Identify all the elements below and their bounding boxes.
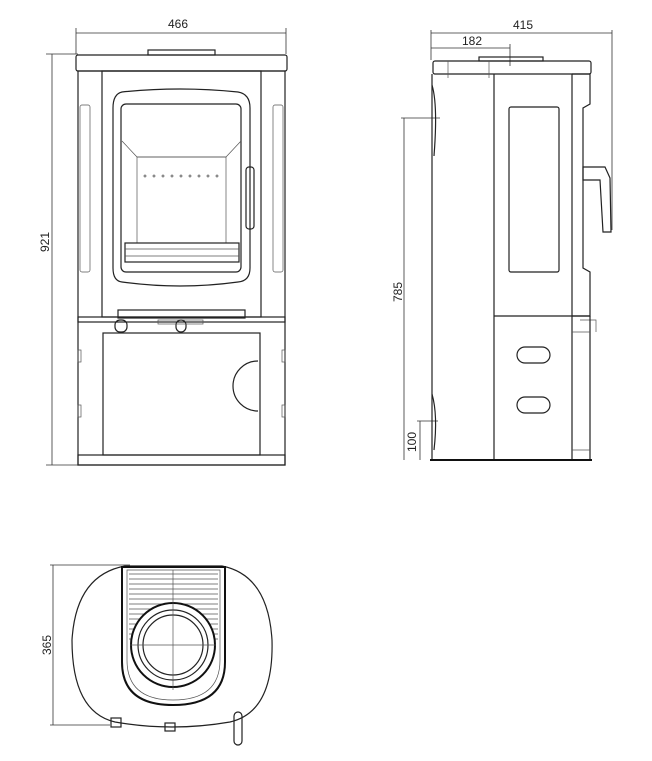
air-inlet-height-label: 100 [405,432,419,452]
height-dimension: 921 [38,53,78,466]
width-dimension: 466 [75,17,287,54]
flue-offset-dimension: 182 [431,34,511,66]
depth-label: 415 [513,18,533,32]
top-depth-label: 365 [40,635,54,655]
top-view: 365 [40,564,273,746]
flue-offset-label: 182 [462,34,482,48]
front-view: 466 921 [38,17,288,466]
rear-flue-height-dimension: 785 [391,117,440,460]
width-label: 466 [168,17,188,31]
air-inlet-height-dimension: 100 [405,420,438,460]
top-depth-dimension: 365 [40,564,130,726]
depth-dimension: 415 [430,18,613,230]
side-view: 415 182 785 100 [391,18,613,461]
height-label: 921 [38,232,52,252]
rear-flue-height-label: 785 [391,282,405,302]
